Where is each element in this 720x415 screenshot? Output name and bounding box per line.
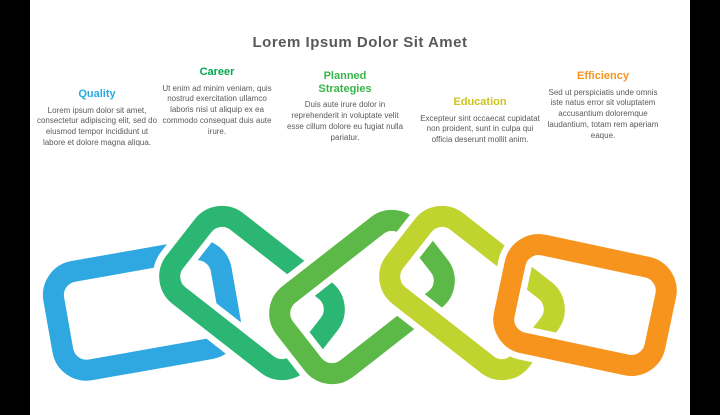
item-career: Career Ut enim ad minim veniam, quis nos… [156, 66, 278, 138]
item-quality-heading: Quality [78, 88, 116, 100]
item-efficiency: Efficiency Sed ut perspiciatis unde omni… [542, 70, 664, 142]
item-efficiency-heading: Efficiency [577, 70, 629, 82]
item-education-description: Excepteur sint occaecat cupidatat non pr… [420, 113, 540, 145]
page-title: Lorem Ipsum Dolor Sit Amet [252, 34, 468, 51]
item-career-description: Ut enim ad minim veniam, quis nostrud ex… [162, 83, 272, 136]
item-planned-strategies-description: Duis aute irure dolor in reprehenderit i… [286, 100, 404, 142]
chain-link-quality [36, 232, 248, 388]
item-planned-strategies: Planned Strategies Duis aute irure dolor… [284, 70, 406, 143]
chain-link-efficiency [486, 227, 684, 383]
item-quality-description: Lorem ipsum dolor sit amet, consectetur … [36, 105, 158, 148]
item-career-heading: Career [199, 66, 235, 78]
item-quality: Quality Lorem ipsum dolor sit amet, cons… [36, 88, 158, 149]
item-education: Education Excepteur sint occaecat cupida… [419, 96, 541, 146]
chain-diagram [36, 205, 684, 391]
item-planned-strategies-heading: Planned Strategies [318, 70, 372, 95]
item-education-heading: Education [453, 96, 507, 108]
item-efficiency-description: Sed ut perspiciatis unde omnis iste natu… [547, 87, 659, 140]
content-panel: Lorem Ipsum Dolor Sit Amet Quality Lorem… [30, 0, 690, 415]
